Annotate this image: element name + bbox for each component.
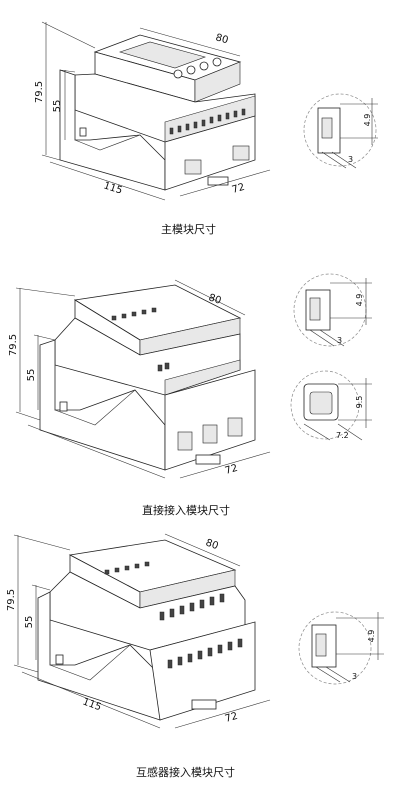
button-row (173, 57, 222, 79)
detail-dim-h: 4.9 (367, 630, 376, 643)
dim-width: 72 (231, 182, 246, 196)
dim-depth: 80 (204, 537, 220, 552)
dim-height-step: 55 (52, 100, 63, 113)
dim-height-total: 79.5 (34, 81, 45, 103)
dim-height-step: 55 (26, 369, 37, 382)
main-module-drawing: 79.5 55 115 80 72 4.9 3 (34, 21, 378, 201)
terminal-dim-h: 9.5 (355, 396, 364, 409)
dim-height-total: 79.5 (6, 589, 17, 611)
ct-module-device (37, 539, 256, 721)
dim-width: 72 (224, 463, 239, 477)
ct-module-dimensions (13, 533, 271, 729)
detail-dim-w: 3 (337, 336, 342, 345)
dim-width: 72 (224, 711, 239, 725)
detail-dim-h: 4.9 (355, 294, 364, 307)
indicator-leds (111, 307, 157, 321)
ct-module-drawing: 79.5 55 115 80 72 4.9 3 (6, 533, 384, 729)
direct-module-dimensions (15, 279, 271, 479)
indicator-leds (104, 561, 150, 575)
rj45-ports (184, 145, 250, 175)
ct-module-caption: 互感器接入模块尺寸 (136, 766, 235, 779)
dim-height-step: 55 (24, 616, 35, 629)
detail-dim-w: 3 (348, 155, 353, 164)
terminal-ports (177, 417, 243, 451)
dim-depth: 80 (214, 32, 229, 46)
main-module-caption: 主模块尺寸 (161, 223, 216, 236)
detail-dim-w: 3 (352, 672, 357, 681)
vent-slots (169, 108, 246, 135)
terminal-dim-w: 7.2 (336, 431, 349, 440)
main-module-device (59, 34, 256, 191)
lower-terminal-row (167, 638, 243, 669)
main-module-dimensions (41, 21, 271, 201)
direct-module-slot-detail (293, 273, 372, 347)
dim-length: 115 (102, 180, 124, 196)
upper-terminal-row (159, 593, 225, 621)
detail-dim-h: 4.9 (363, 114, 372, 127)
direct-module-device (39, 284, 256, 471)
direct-module-drawing: 79.5 55 80 72 4.9 3 9.5 7.2 (8, 273, 372, 479)
dim-height-total: 79.5 (8, 334, 19, 356)
main-module-slot-detail (303, 93, 378, 169)
ct-module-slot-detail (298, 611, 384, 685)
dim-depth: 80 (207, 292, 223, 306)
direct-module-terminal-detail (290, 370, 372, 441)
direct-module-caption: 直接接入模块尺寸 (142, 504, 230, 517)
